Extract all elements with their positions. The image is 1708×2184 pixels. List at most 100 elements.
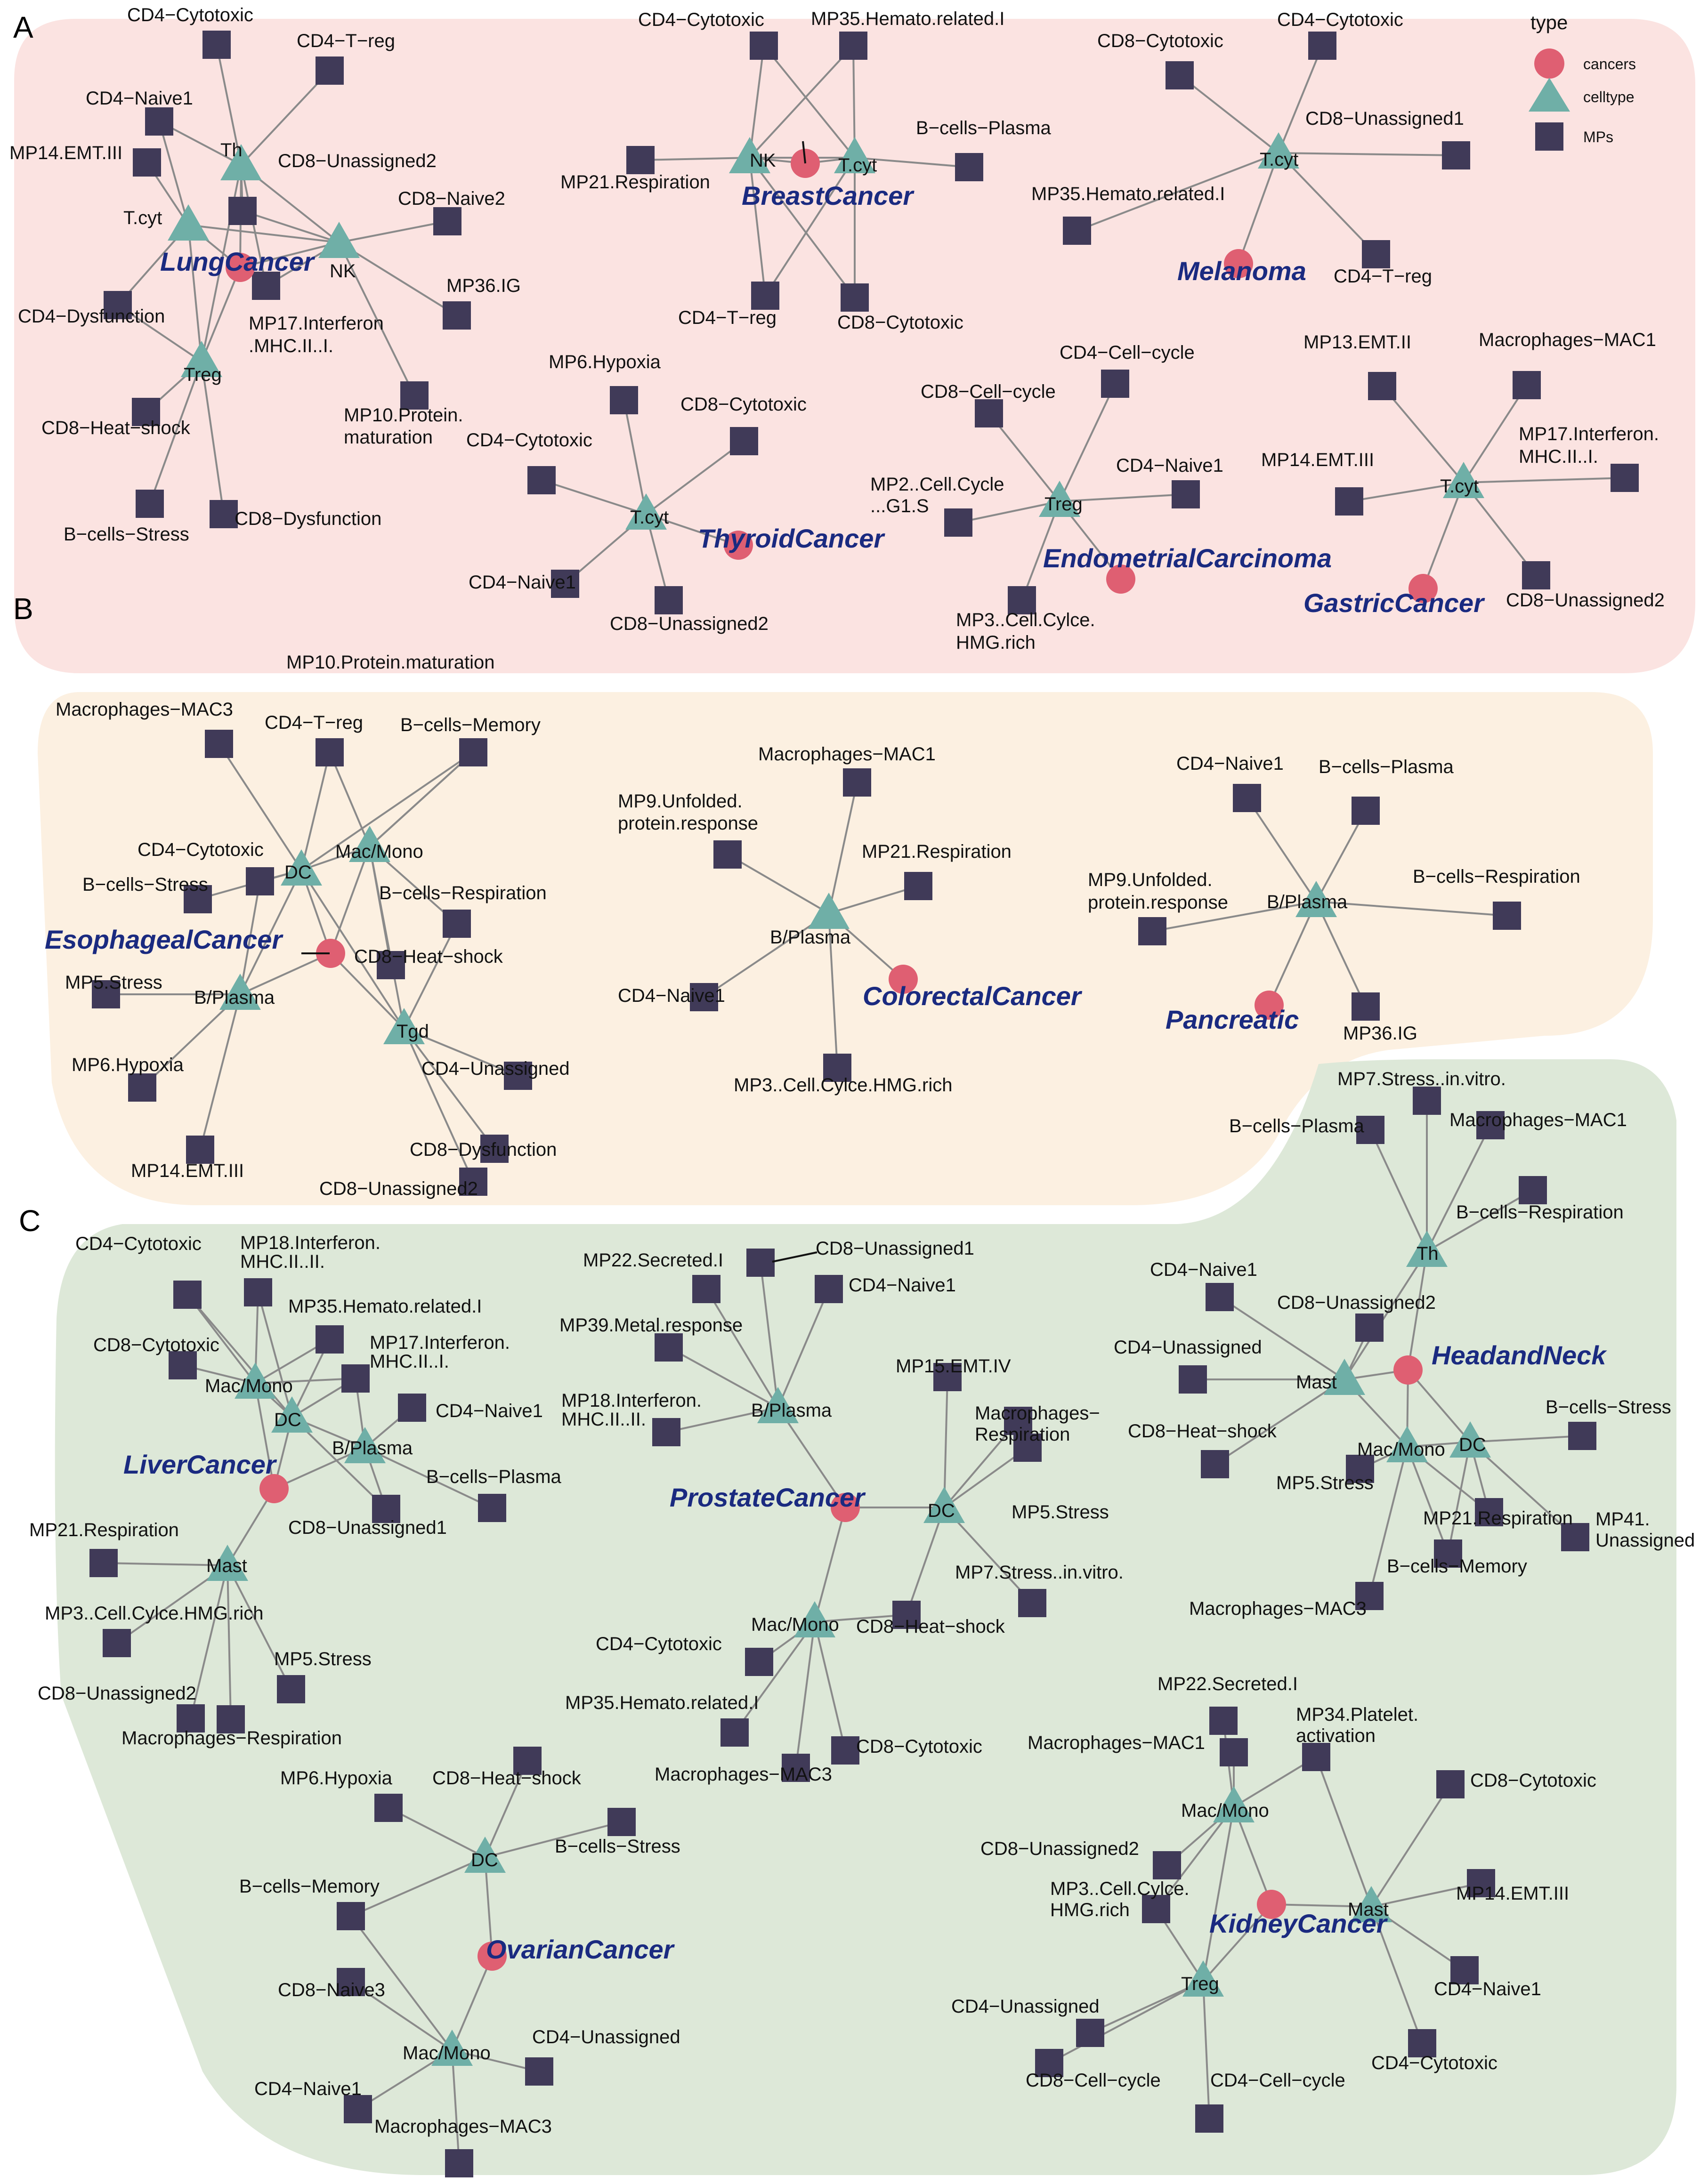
mp-node-esophageal-mp5 xyxy=(92,980,120,1008)
edge-pancreatic-bplasma-mp36 xyxy=(1315,901,1367,1007)
cancer-node-endometrial xyxy=(1106,564,1135,594)
cancer-node-ovarian xyxy=(478,1942,507,1971)
mp-label-gastric-mac1: Macrophages−MAC1 xyxy=(1479,330,1656,350)
edge-liver-mast-mp21 xyxy=(103,1562,228,1566)
mp-node-thyroid-cd8cyto xyxy=(730,427,758,455)
edge-lung-th-cd4cyto xyxy=(216,44,242,165)
celltype-label-headneck-mast: Mast xyxy=(1296,1372,1337,1393)
edge-lung-treg-tcyt xyxy=(187,225,202,362)
mp-label-liver-bplasma2: B−cells−Plasma xyxy=(426,1467,562,1487)
mp-label-breast-mp35: MP35.Hemato.related.I xyxy=(811,8,1004,29)
edge-pancreatic-bplasma-cd4naive1 xyxy=(1246,797,1317,903)
mp-label-endometrial-mp2: MP2..Cell.Cycle...G1.S xyxy=(870,474,1004,516)
mp-node-esophageal-cd4treg xyxy=(316,738,344,766)
celltype-node-ovarian-dc xyxy=(464,1837,506,1873)
edge-kidney-mast-mp14 xyxy=(1371,1882,1481,1908)
cancer-label-pancreatic: Pancreatic xyxy=(1166,1005,1299,1034)
mp-node-lung-mp36 xyxy=(443,301,471,330)
mp-label-colorectal-mp3: MP3..Cell.Cylce.HMG.rich xyxy=(734,1075,953,1096)
celltype-label-pancreatic-bplasma: B/Plasma xyxy=(1267,892,1348,912)
mp-node-gastric-mp14 xyxy=(1335,487,1363,516)
edge-endometrial-treg-mp2 xyxy=(958,500,1060,524)
celltype-node-kidney-mast xyxy=(1351,1886,1392,1922)
edge-liver-cancer-macmono xyxy=(254,1383,275,1489)
celltype-node-esophageal-macmono xyxy=(349,826,390,862)
mp-label-liver-mp17: MP17.Interferon.MHC.II..I. xyxy=(370,1332,510,1372)
mp-node-colorectal-mp9 xyxy=(713,840,742,869)
mp-label-prostate-cd8un1: CD8−Unassigned1 xyxy=(816,1238,974,1259)
mp-node-kidney-mp34 xyxy=(1302,1743,1330,1771)
mp-label-headneck-mac1: Macrophages−MAC1 xyxy=(1449,1110,1627,1130)
mp-label-kidney-mp34: MP34.Platelet.activation xyxy=(1296,1704,1418,1746)
mp-node-liver-cd4naive1 xyxy=(398,1394,426,1422)
mp-label-liver-cd4cyto: CD4−Cytotoxic xyxy=(75,1233,202,1254)
mp-label-kidney-cd8cyto: CD8−Cytotoxic xyxy=(1470,1770,1596,1791)
edge-headneck-th-bresp xyxy=(1426,1189,1534,1252)
edge-ovarian-macmono-cd4un xyxy=(452,2049,540,2072)
mp-node-headneck-mp21 xyxy=(1475,1498,1503,1526)
mp-label-liver-mp3: MP3..Cell.Cylce.HMG.rich xyxy=(45,1603,264,1624)
edge-lung-th-cd4treg xyxy=(240,70,331,166)
cancer-node-prostate xyxy=(831,1493,860,1522)
mp-node-headneck-cd4un xyxy=(1179,1365,1207,1394)
edge-liver-macmono-cd4cyto xyxy=(186,1294,256,1384)
mp-label-kidney-cd8cc: CD8−Cell−cycle xyxy=(1026,2070,1161,2091)
edge-kidney-mast-mp34 xyxy=(1315,1757,1372,1907)
mp-label-endometrial-cd4cc: CD4−Cell−cycle xyxy=(1060,342,1195,363)
mp-node-esophageal-cd8un2 xyxy=(459,1168,487,1196)
celltype-label-esophageal-bplasma: B/Plasma xyxy=(194,987,275,1008)
mp-node-thyroid-cd4naive1 xyxy=(551,570,579,598)
edge-liver-mast-cd8un2 xyxy=(190,1565,228,1719)
edge-kidney-mast-cd4cyto xyxy=(1370,1906,1423,2044)
mp-node-thyroid-cd4cyto xyxy=(527,466,556,494)
edge-prostate-macmono-cd8cyto xyxy=(814,1621,846,1751)
mp-node-thyroid-cd8un2 xyxy=(655,586,683,614)
mp-label-breast-bplasma: B−cells−Plasma xyxy=(916,118,1052,138)
edge-ovarian-macmono-mac3 xyxy=(451,2050,460,2164)
edge-esophageal-dc-cd4treg xyxy=(300,752,331,870)
mp-node-esophageal-mp14 xyxy=(186,1136,214,1164)
edge-thyroid-tcyt-cd4cyto xyxy=(541,479,647,515)
mp-node-ovarian-cd8heat xyxy=(513,1747,542,1775)
mp-label-prostate-mac3: Macrophages−MAC3 xyxy=(655,1764,832,1785)
mp-label-melanoma-cd8un1: CD8−Unassigned1 xyxy=(1305,108,1464,129)
cancer-label-headneck: HeadandNeck xyxy=(1432,1340,1607,1370)
mp-label-liver-macresp: Macrophages−Respiration xyxy=(121,1728,342,1749)
mp-label-melanoma-cd4treg: CD4−T−reg xyxy=(1334,266,1432,287)
mp-node-kidney-mac1 xyxy=(1220,1738,1248,1766)
edge-colorectal-bplasma-mac1 xyxy=(828,782,858,914)
edge-lung-tcyt-nk xyxy=(188,224,340,243)
celltype-label-kidney-macmono: Mac/Mono xyxy=(1181,1800,1269,1821)
mp-label-lung-cd4treg: CD4−T−reg xyxy=(297,31,395,51)
mp-node-lung-mp14 xyxy=(133,148,161,177)
celltype-label-esophageal-tgd: Tgd xyxy=(397,1021,429,1042)
mp-node-melanoma-cd4treg xyxy=(1362,240,1390,268)
mp-label-headneck-bstress: B−cells−Stress xyxy=(1546,1397,1671,1418)
mp-label-kidney-mac1: Macrophages−MAC1 xyxy=(1028,1733,1205,1753)
mp-node-prostate-mp39 xyxy=(655,1333,683,1362)
edge-prostate-bplasma-mp39 xyxy=(668,1346,778,1409)
mp-label-esophageal-bmem: B−cells−Memory xyxy=(400,715,541,735)
mp-label-esophageal-mp14: MP14.EMT.III xyxy=(131,1161,244,1181)
mp-label-thyroid-cd8cyto: CD8−Cytotoxic xyxy=(680,394,807,415)
mp-node-kidney-cd8cc xyxy=(1035,2049,1063,2077)
edge-esophageal-tgd-bresp xyxy=(403,923,458,1029)
mp-node-colorectal-cd4naive1 xyxy=(690,983,718,1011)
mp-node-kidney-cd8un2 xyxy=(1153,1851,1181,1879)
celltype-node-lung-tcyt xyxy=(168,204,209,241)
mp-node-kidney-mp3 xyxy=(1142,1895,1170,1923)
mp-label-endometrial-cd4naive1: CD4−Naive1 xyxy=(1116,455,1223,476)
mp-node-lung-cd4cyto xyxy=(202,31,231,59)
mp-node-colorectal-mp21 xyxy=(904,872,932,900)
mp-label-headneck-bmem: B−cells−Memory xyxy=(1387,1556,1527,1577)
mp-label-prostate-mp18: MP18.Interferon.MHC.II..II. xyxy=(561,1390,702,1430)
edge-melanoma-tcyt-cd4treg xyxy=(1278,152,1377,255)
mp-label-colorectal-cd4naive1: CD4−Naive1 xyxy=(618,985,725,1006)
mp-label-kidney-cd4cyto: CD4−Cytotoxic xyxy=(1371,2053,1498,2073)
celltype-node-headneck-mast xyxy=(1324,1359,1365,1395)
mp-label-breast-cd4treg: CD4−T−reg xyxy=(678,307,777,328)
mp-label-ovarian-cd4un: CD4−Unassigned xyxy=(532,2027,680,2047)
mp-label-esophageal-mp6: MP6.Hypoxia xyxy=(72,1055,184,1075)
mp-node-breast-mp21 xyxy=(626,146,655,174)
